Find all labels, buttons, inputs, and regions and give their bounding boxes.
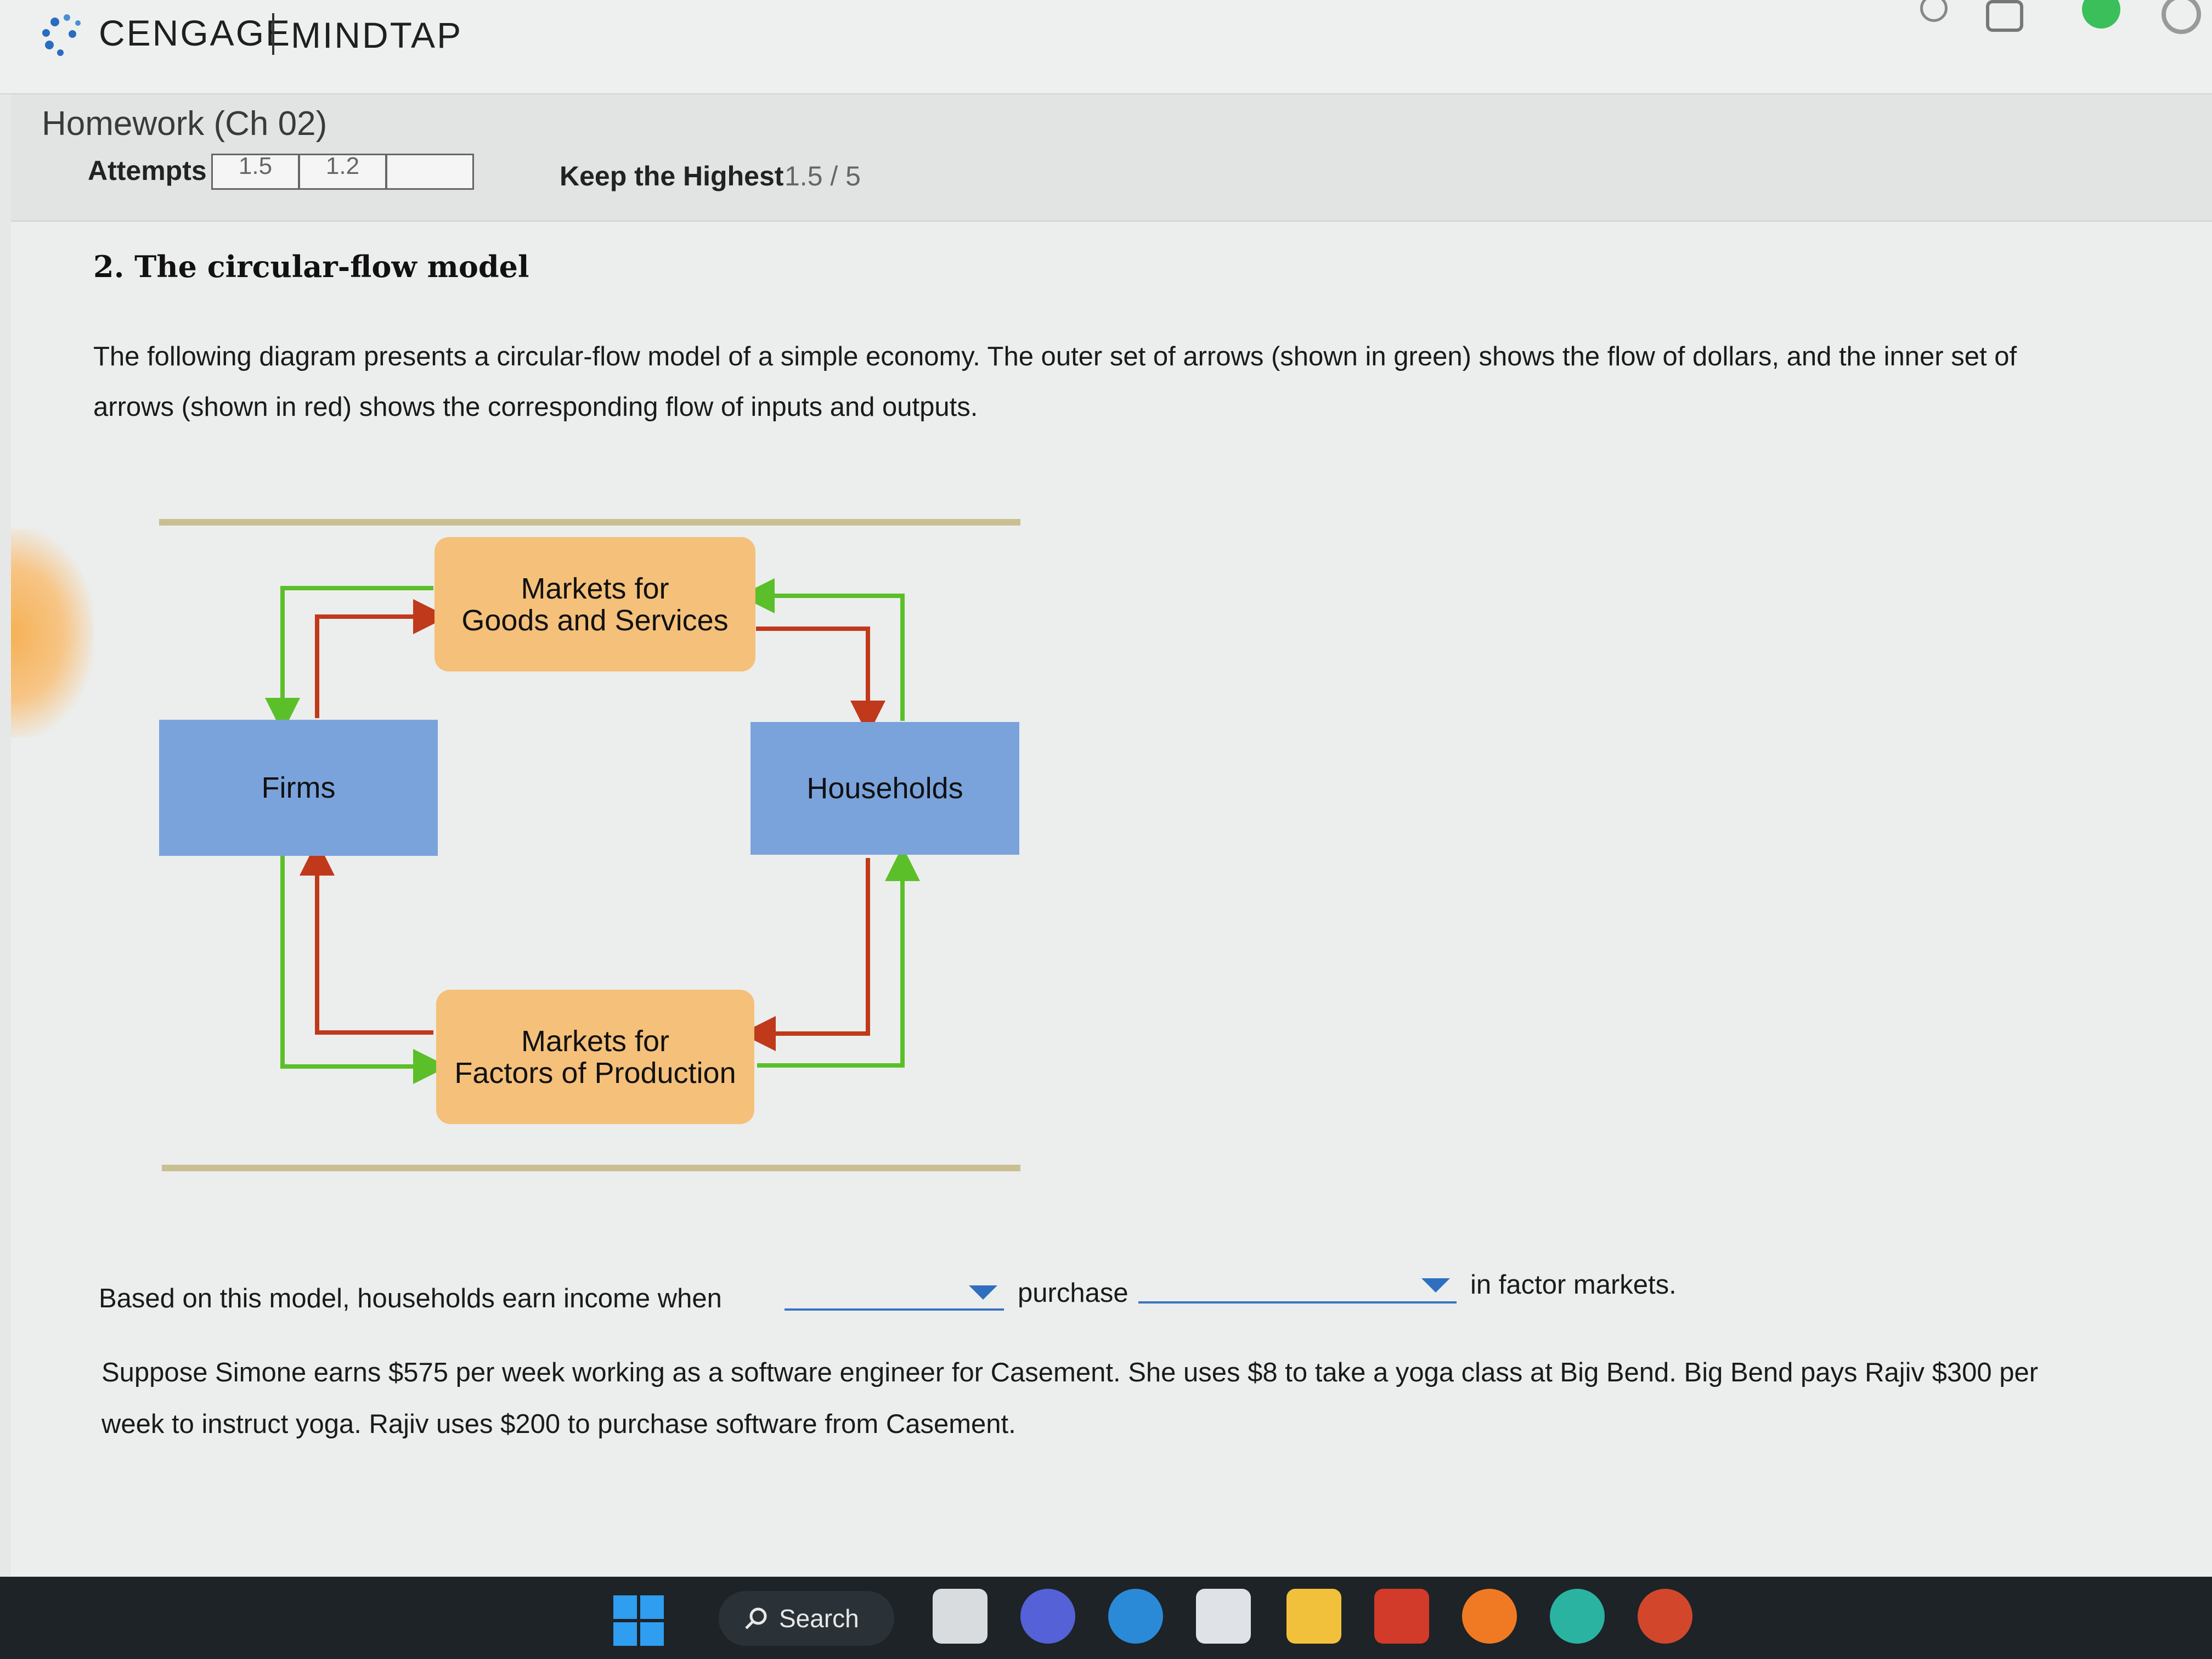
- attempt-score-1: 1.5: [211, 154, 300, 190]
- settings-icon[interactable]: [2162, 0, 2201, 34]
- green-arrow-firms-to-factors: [280, 850, 448, 1084]
- keep-highest-value: 1.5 / 5: [785, 161, 861, 191]
- households-label: Households: [806, 772, 963, 805]
- fill-in-part3: in factor markets.: [1470, 1270, 1677, 1300]
- goods-market-line2: Goods and Services: [461, 603, 729, 637]
- factor-market-line2: Factors of Production: [454, 1056, 736, 1090]
- circular-flow-diagram: Markets for Goods and Services Firms Hou…: [148, 507, 1026, 1187]
- windows-start-icon[interactable]: [613, 1595, 664, 1646]
- green-arrow-goods-to-firms: [265, 586, 433, 733]
- green-arrow-households-to-goods: [740, 578, 905, 721]
- attempt-score-3: [386, 154, 474, 190]
- keep-highest-label: Keep the Highest: [560, 161, 784, 191]
- red-arrow-firms-to-goods: [315, 599, 448, 718]
- powerpoint-icon[interactable]: [1638, 1589, 1692, 1644]
- account-icon[interactable]: [2082, 0, 2120, 29]
- chevron-down-icon: [1421, 1278, 1450, 1293]
- red-arrow-households-to-factors: [741, 858, 870, 1051]
- question-intro: The following diagram presents a circula…: [93, 342, 2017, 422]
- assignment-header: Homework (Ch 02) Attempts 1.5 1.2 Keep t…: [11, 94, 2212, 222]
- product-name: MINDTAP: [291, 15, 463, 55]
- meet-icon[interactable]: [1020, 1589, 1075, 1644]
- households-box: Households: [751, 722, 1019, 855]
- fill-in-part1: Based on this model, households earn inc…: [99, 1284, 722, 1313]
- chevron-down-icon: [969, 1285, 997, 1300]
- file-explorer-icon[interactable]: [1286, 1589, 1341, 1644]
- question-title: 2. The circular-flow model: [93, 249, 529, 284]
- search-label: Search: [779, 1604, 859, 1633]
- dropdown-what-purchased[interactable]: [1138, 1271, 1457, 1304]
- scenario-text: Suppose Simone earns $575 per week worki…: [101, 1358, 2039, 1439]
- mcafee-icon[interactable]: [1374, 1589, 1429, 1644]
- goods-services-market-box: Markets for Goods and Services: [435, 537, 755, 672]
- os-taskbar: Search: [0, 1577, 2212, 1659]
- dropdown-who-earns[interactable]: [785, 1278, 1004, 1311]
- attempts-label: Attempts: [88, 155, 207, 186]
- attempt-score-2: 1.2: [298, 154, 387, 190]
- taskbar-search[interactable]: Search: [719, 1591, 894, 1646]
- search-icon: [745, 1607, 767, 1629]
- firms-label: Firms: [261, 771, 336, 804]
- fill-in-part2: purchase: [1018, 1278, 1128, 1308]
- red-arrow-factors-to-firms: [300, 840, 433, 1035]
- screen-glare: [11, 529, 93, 737]
- firefox-icon[interactable]: [1462, 1589, 1517, 1644]
- factors-production-market-box: Markets for Factors of Production: [436, 990, 754, 1124]
- brand-name: CENGAGE: [99, 13, 292, 53]
- factor-market-line1: Markets for: [521, 1024, 670, 1058]
- diagram-arrows: [159, 519, 1020, 1171]
- font-size-icon[interactable]: [1920, 0, 1948, 22]
- help-icon[interactable]: [1108, 1589, 1163, 1644]
- question-panel: 2. The circular-flow model The following…: [11, 222, 2212, 1577]
- brand-divider: [272, 13, 274, 55]
- red-arrow-goods-to-households: [756, 627, 885, 736]
- edge-icon[interactable]: [1550, 1589, 1605, 1644]
- assignment-title: Homework (Ch 02): [42, 105, 328, 143]
- store-icon[interactable]: [1196, 1589, 1251, 1644]
- firms-box: Firms: [159, 720, 438, 856]
- goods-market-line1: Markets for: [521, 572, 669, 605]
- cengage-logo-icon: [42, 14, 81, 56]
- notifications-icon[interactable]: [1986, 0, 2023, 32]
- app-header: CENGAGE MINDTAP: [0, 0, 2212, 94]
- task-view-icon[interactable]: [933, 1589, 988, 1644]
